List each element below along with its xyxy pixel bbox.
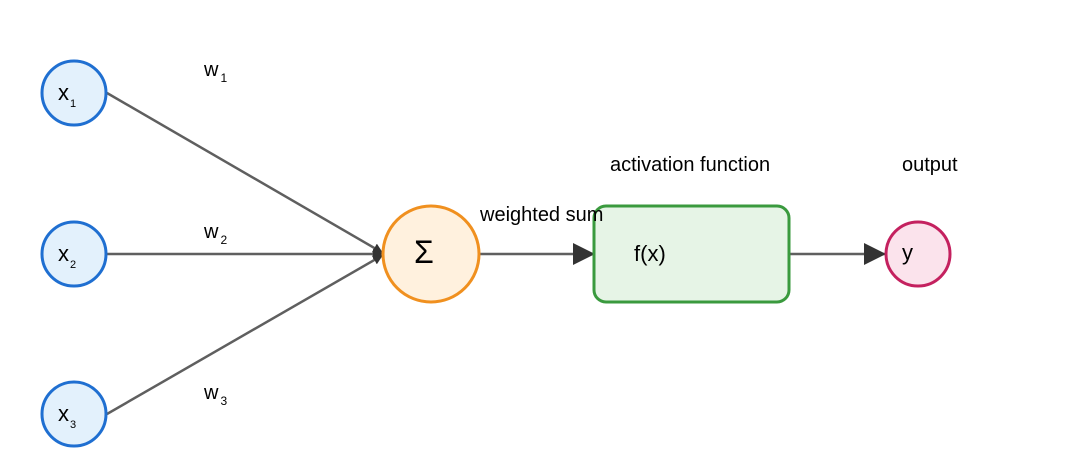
sum-node xyxy=(381,204,481,304)
input-x2-main: x xyxy=(58,241,69,266)
input-x1-sub: 1 xyxy=(70,98,77,110)
weight-w1-main: w xyxy=(204,59,219,81)
output-node xyxy=(884,220,952,288)
input-x2-label: x2 xyxy=(58,241,76,271)
activation-text: f(x) xyxy=(634,241,666,266)
weight-w2-sub: 2 xyxy=(220,233,228,247)
edge-x1-to-sum xyxy=(106,91,384,255)
weight-w3-sub: 3 xyxy=(220,394,228,408)
output-label: output xyxy=(902,154,958,176)
input-node-x3 xyxy=(40,380,108,448)
weight-w3-main: w xyxy=(204,382,219,404)
input-x2-sub: 2 xyxy=(70,259,77,271)
sum-symbol: Σ xyxy=(414,234,434,270)
activation-box xyxy=(592,204,791,304)
input-node-x2 xyxy=(40,220,108,288)
input-node-x1 xyxy=(40,59,108,127)
weighted-sum-label: weighted sum xyxy=(480,204,604,226)
weight-w1-sub: 1 xyxy=(220,71,228,85)
output-text: y xyxy=(902,240,913,265)
edge-x3-to-sum xyxy=(106,253,384,416)
activation-function-label: activation function xyxy=(610,154,771,176)
input-x3-main: x xyxy=(58,401,69,426)
input-x3-label: x3 xyxy=(58,401,76,431)
weight-w2-main: w xyxy=(204,221,219,243)
input-x3-sub: 3 xyxy=(70,419,77,431)
input-x1-main: x xyxy=(58,80,69,105)
input-x1-label: x1 xyxy=(58,80,76,110)
